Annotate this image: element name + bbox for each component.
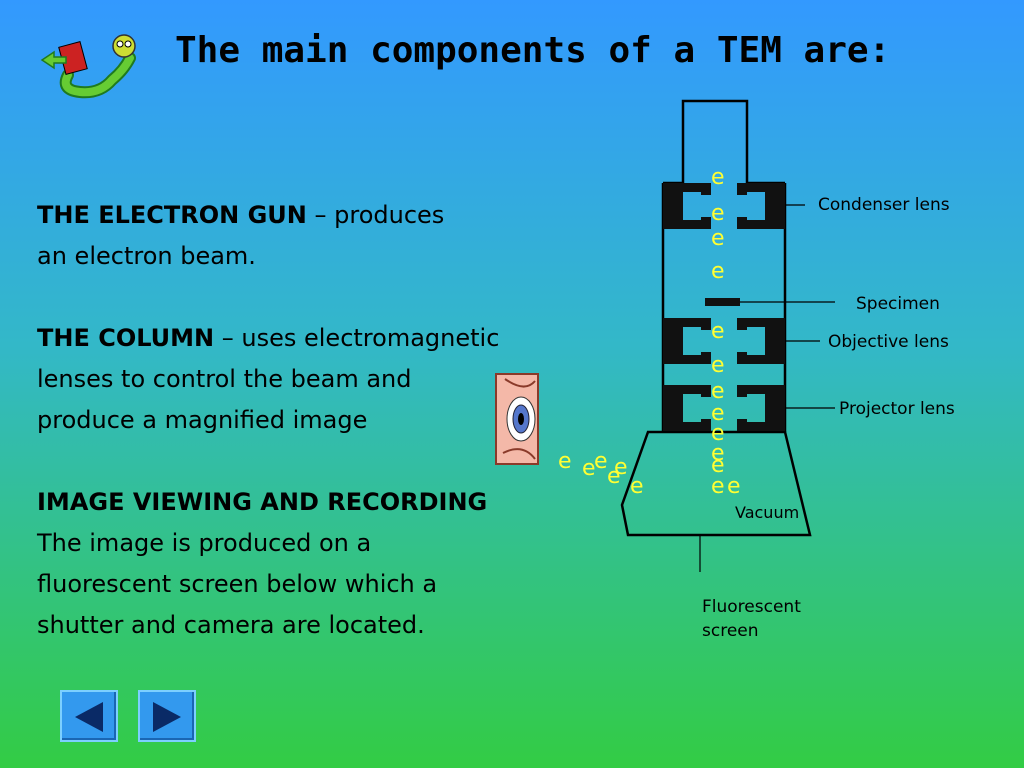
electron-e: e — [594, 449, 608, 474]
gun-text-2: an electron beam. — [37, 242, 256, 270]
electron-e: e — [711, 421, 725, 446]
lens-blocks — [663, 183, 785, 431]
viewing-text-2: fluorescent screen below which a — [37, 570, 438, 598]
triangle-right-icon — [153, 702, 181, 732]
viewing-paragraph: IMAGE VIEWING AND RECORDING The image is… — [37, 482, 487, 646]
projector-lens-label: Projector lens — [839, 399, 955, 419]
electron-e: e — [607, 464, 621, 489]
condenser-lens-right — [737, 183, 785, 229]
specimen-label: Specimen — [856, 294, 940, 314]
electron-e: e — [711, 259, 725, 284]
vacuum-label: Vacuum — [735, 503, 800, 522]
screen-label-line-2: screen — [702, 621, 759, 641]
previous-slide-button[interactable] — [60, 690, 118, 742]
electron-e: e — [711, 353, 725, 378]
electron-e: e — [582, 456, 596, 481]
electron-e: e — [614, 455, 628, 480]
electron-e: e — [727, 474, 741, 499]
projector-lens-left — [663, 385, 711, 431]
projector-lens-right — [737, 385, 785, 431]
tem-diagram: e e e e e e e e e e e e e e e e e e e — [558, 99, 835, 572]
electron-gun-housing — [681, 99, 749, 183]
viewing-text-3: shutter and camera are located. — [37, 611, 425, 639]
page-title: The main components of a TEM are: — [175, 30, 891, 71]
column-paragraph: THE COLUMN – uses electromagnetic lenses… — [37, 318, 499, 441]
electron-e: e — [711, 226, 725, 251]
electron-e: e — [711, 453, 725, 478]
electron-e: e — [711, 379, 725, 404]
viewing-text-1: The image is produced on a — [37, 529, 372, 557]
screen-label-line-1: Fluorescent — [702, 597, 801, 617]
column-text-2: lenses to control the beam and — [37, 365, 412, 393]
column-text-3: produce a magnified image — [37, 406, 368, 434]
fluorescent-screen-label: Fluorescent screen — [702, 595, 801, 643]
condenser-lens-left — [663, 183, 711, 229]
viewing-chamber — [620, 430, 812, 537]
bookworm-back-icon[interactable] — [40, 30, 140, 100]
eye-icon — [495, 373, 539, 465]
electron-e: e — [711, 201, 725, 226]
electron-e: e — [711, 401, 725, 426]
electron-beam: e e e e e e e e e e e e e e e e e e e — [558, 165, 741, 499]
specimen-holder — [705, 298, 740, 306]
next-slide-button[interactable] — [138, 690, 196, 742]
electron-e: e — [558, 449, 572, 474]
triangle-left-icon — [75, 702, 103, 732]
objective-lens-left — [663, 318, 711, 364]
gun-text-1: – produces — [306, 201, 445, 229]
electron-e: e — [630, 474, 644, 499]
column-text-1: – uses electromagnetic — [214, 324, 500, 352]
electron-e: e — [711, 165, 725, 190]
electron-e: e — [711, 474, 725, 499]
column-heading: THE COLUMN — [37, 324, 215, 352]
electron-e: e — [711, 441, 725, 466]
condenser-lens-label: Condenser lens — [818, 195, 950, 215]
electron-e: e — [711, 319, 725, 344]
gun-heading: THE ELECTRON GUN — [37, 201, 307, 229]
electron-gun-paragraph: THE ELECTRON GUN – produces an electron … — [37, 195, 444, 277]
objective-lens-label: Objective lens — [828, 332, 949, 352]
objective-lens-right — [737, 318, 785, 364]
viewing-heading: IMAGE VIEWING AND RECORDING — [37, 488, 488, 516]
